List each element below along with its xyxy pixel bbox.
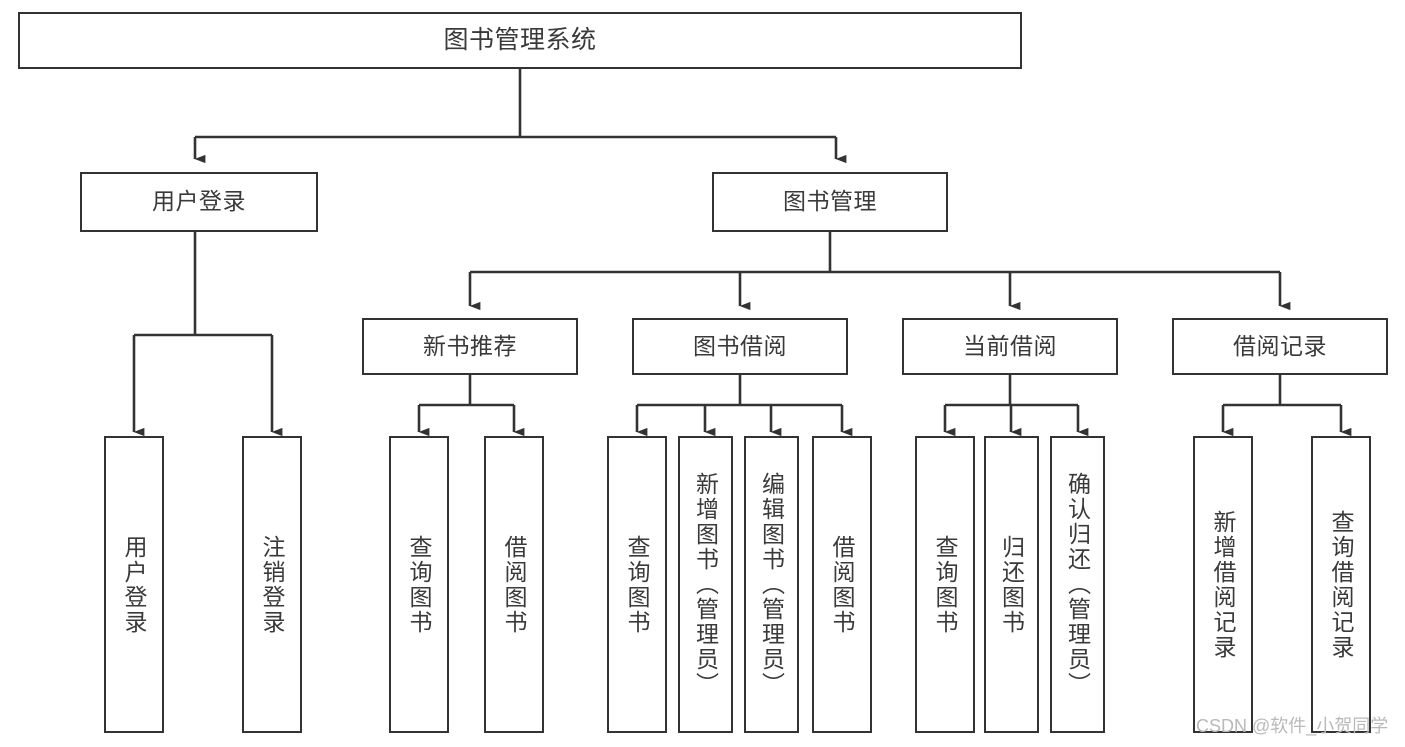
node-borrow-record-label: 借阅记录 <box>1233 332 1327 359</box>
node-user-login[interactable]: 用户登录 <box>80 172 318 232</box>
node-new-book-recommend-label: 新书推荐 <box>423 332 517 359</box>
node-new-book-recommend[interactable]: 新书推荐 <box>362 318 578 375</box>
node-leaf-borrow-book-label: 借阅图书 <box>829 534 856 635</box>
node-leaf-return-book-label: 归还图书 <box>998 534 1025 635</box>
node-leaf-query-book[interactable]: 查询图书 <box>607 436 667 733</box>
node-book-management[interactable]: 图书管理 <box>712 172 948 232</box>
node-book-borrow[interactable]: 图书借阅 <box>632 318 848 375</box>
node-root-system[interactable]: 图书管理系统 <box>18 12 1022 69</box>
node-leaf-query-borrow-record[interactable]: 查询借阅记录 <box>1311 436 1371 733</box>
node-leaf-borrow-book[interactable]: 借阅图书 <box>812 436 872 733</box>
node-leaf-user-login[interactable]: 用户登录 <box>104 436 164 733</box>
node-leaf-logout-label: 注销登录 <box>259 534 286 635</box>
node-user-login-label: 用户登录 <box>152 188 246 215</box>
node-book-borrow-label: 图书借阅 <box>693 332 787 359</box>
csdn-watermark: CSDN @软件_小贺同学 <box>1196 716 1389 736</box>
node-leaf-borrow-book-recommend[interactable]: 借阅图书 <box>484 436 544 733</box>
node-leaf-return-book[interactable]: 归还图书 <box>984 436 1039 733</box>
node-leaf-query-book-recommend[interactable]: 查询图书 <box>389 436 449 733</box>
node-leaf-user-login-label: 用户登录 <box>121 534 148 635</box>
node-leaf-query-book-current[interactable]: 查询图书 <box>915 436 975 733</box>
node-leaf-add-borrow-record-label: 新增借阅记录 <box>1210 509 1237 660</box>
node-current-borrow[interactable]: 当前借阅 <box>902 318 1118 375</box>
node-book-management-label: 图书管理 <box>783 188 877 215</box>
node-leaf-edit-book-admin[interactable]: 编辑图书（管理员） <box>744 436 799 733</box>
node-leaf-borrow-book-recommend-label: 借阅图书 <box>501 534 528 635</box>
node-leaf-confirm-return-admin[interactable]: 确认归还（管理员） <box>1050 436 1105 733</box>
node-root-system-label: 图书管理系统 <box>443 25 597 54</box>
node-leaf-logout[interactable]: 注销登录 <box>242 436 302 733</box>
node-leaf-add-borrow-record[interactable]: 新增借阅记录 <box>1193 436 1253 733</box>
node-leaf-query-book-label: 查询图书 <box>624 534 651 635</box>
node-leaf-edit-book-admin-label: 编辑图书（管理员） <box>758 472 785 697</box>
node-leaf-add-book-admin[interactable]: 新增图书（管理员） <box>678 436 733 733</box>
node-leaf-query-borrow-record-label: 查询借阅记录 <box>1328 509 1355 660</box>
node-leaf-add-book-admin-label: 新增图书（管理员） <box>692 472 719 697</box>
node-borrow-record[interactable]: 借阅记录 <box>1172 318 1388 375</box>
node-leaf-query-book-recommend-label: 查询图书 <box>406 534 433 635</box>
node-leaf-confirm-return-admin-label: 确认归还（管理员） <box>1064 472 1091 697</box>
node-leaf-query-book-current-label: 查询图书 <box>932 534 959 635</box>
node-current-borrow-label: 当前借阅 <box>963 332 1057 359</box>
